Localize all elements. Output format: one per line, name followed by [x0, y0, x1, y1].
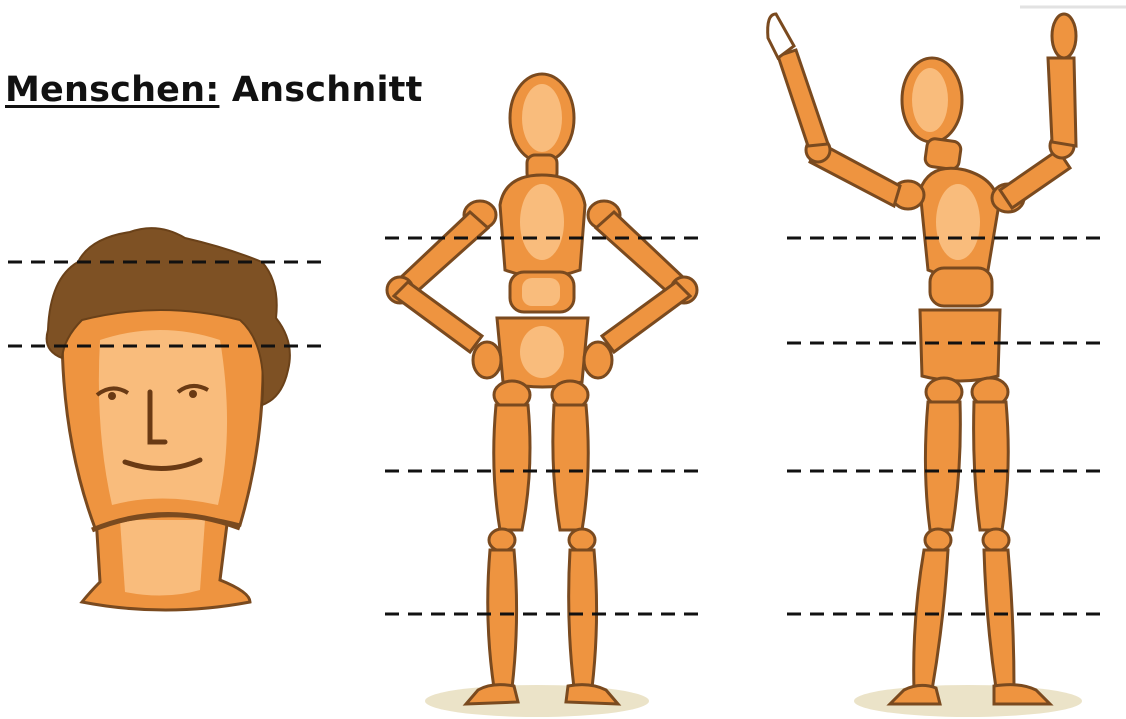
mannequin-hands-on-hips — [387, 74, 697, 717]
mannequin-arms-raised — [768, 14, 1082, 717]
head-portrait — [47, 228, 290, 610]
